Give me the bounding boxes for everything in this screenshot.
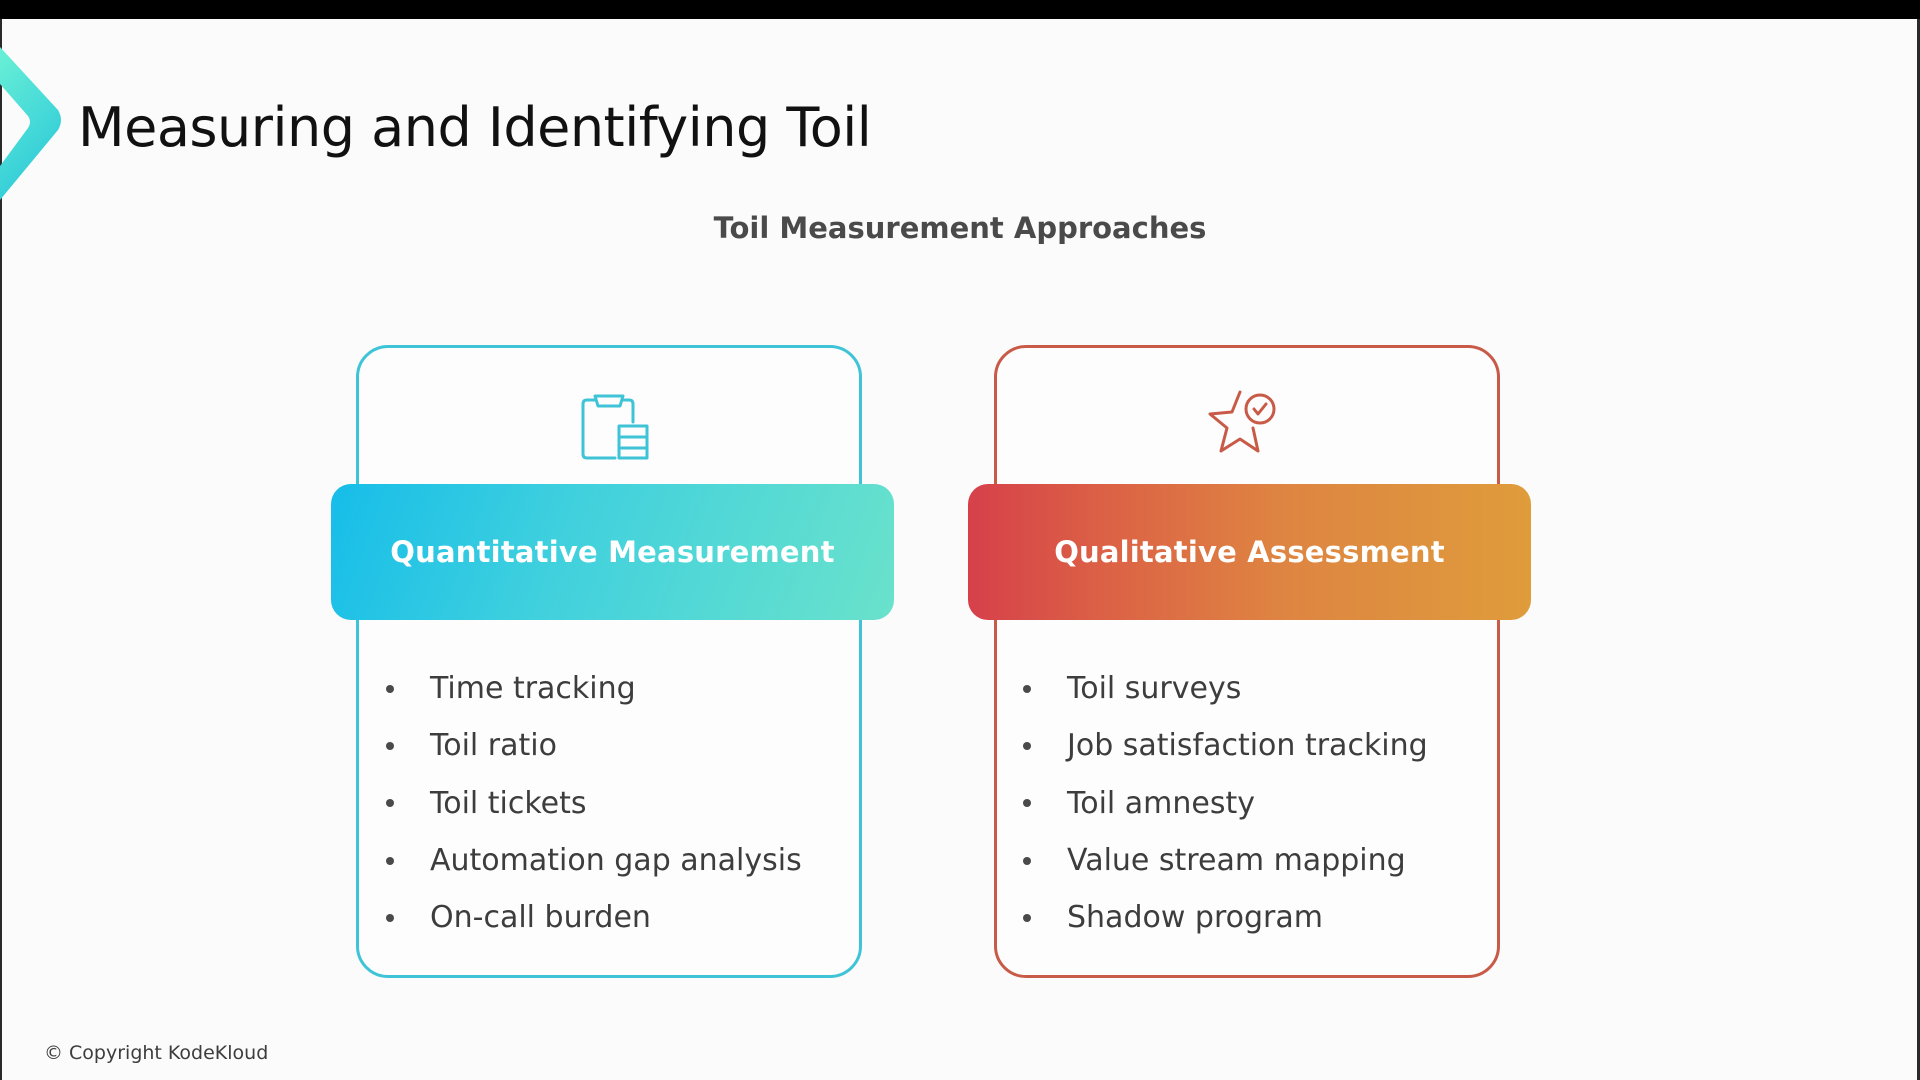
list-item-label: Automation gap analysis [430, 843, 802, 879]
list-item: Time tracking [380, 660, 802, 717]
brand-chevron-icon [0, 47, 61, 200]
star-check-icon [1208, 390, 1276, 453]
list-item-label: Value stream mapping [1067, 843, 1406, 879]
list-item-label: Toil ratio [430, 728, 557, 764]
slide-title: Measuring and Identifying Toil [78, 96, 872, 159]
list-item: Toil tickets [380, 775, 802, 832]
bullet-icon [1023, 913, 1031, 922]
qualitative-list: Toil surveys Job satisfaction tracking T… [1017, 660, 1428, 946]
quantitative-list: Time tracking Toil ratio Toil tickets Au… [380, 660, 802, 946]
left-edge-line [0, 19, 2, 1080]
top-letterbox-bar [0, 0, 1920, 19]
list-item-label: Shadow program [1067, 900, 1323, 936]
list-item: On-call burden [380, 889, 802, 946]
bullet-icon [386, 799, 394, 808]
bullet-icon [386, 913, 394, 922]
list-item-label: Toil tickets [430, 785, 587, 821]
list-item: Value stream mapping [1017, 832, 1428, 889]
clipboard-data-icon [581, 394, 649, 460]
qualitative-card-header: Qualitative Assessment [968, 484, 1531, 620]
list-item: Toil surveys [1017, 660, 1428, 717]
list-item: Job satisfaction tracking [1017, 717, 1428, 774]
right-edge-line [1917, 19, 1920, 1080]
section-subtitle: Toil Measurement Approaches [713, 211, 1207, 245]
bullet-icon [1023, 684, 1031, 693]
list-item: Shadow program [1017, 889, 1428, 946]
list-item: Automation gap analysis [380, 832, 802, 889]
list-item-label: Toil surveys [1067, 671, 1242, 707]
bullet-icon [386, 856, 394, 865]
bullet-icon [386, 741, 394, 750]
bullet-icon [386, 684, 394, 693]
bullet-icon [1023, 799, 1031, 808]
list-item-label: Time tracking [430, 671, 636, 707]
list-item: Toil ratio [380, 717, 802, 774]
list-item: Toil amnesty [1017, 775, 1428, 832]
quantitative-card [356, 345, 862, 978]
copyright-footer: © Copyright KodeKloud [44, 1042, 269, 1064]
bullet-icon [1023, 856, 1031, 865]
list-item-label: On-call burden [430, 900, 651, 936]
qualitative-card [994, 345, 1500, 978]
quantitative-card-header: Quantitative Measurement [331, 484, 894, 620]
list-item-label: Job satisfaction tracking [1067, 728, 1428, 764]
bullet-icon [1023, 741, 1031, 750]
list-item-label: Toil amnesty [1067, 785, 1256, 821]
